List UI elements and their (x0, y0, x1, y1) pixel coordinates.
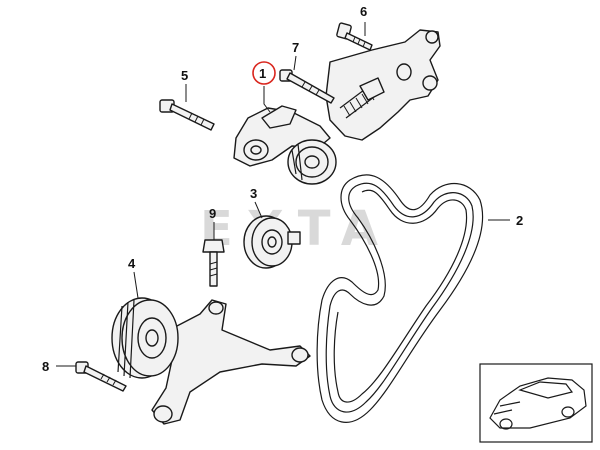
callout-7-label[interactable]: 7 (292, 40, 299, 55)
part-8-bolt[interactable] (75, 361, 127, 392)
part-1-tensioner-assembly[interactable] (233, 29, 441, 185)
part-9-bolt[interactable] (202, 239, 225, 287)
car-thumbnail (479, 363, 593, 443)
tensioner-spring (339, 77, 385, 119)
callout-8-label[interactable]: 8 (42, 359, 49, 374)
callout-9-label[interactable]: 9 (209, 206, 216, 221)
callout-6-label[interactable]: 6 (360, 4, 367, 19)
callout-3-label[interactable]: 3 (250, 186, 257, 201)
callout-2-label[interactable]: 2 (516, 213, 523, 228)
part-7-bolt[interactable] (279, 69, 335, 104)
part-2-belt[interactable] (316, 174, 484, 423)
part-3-pulley[interactable] (243, 215, 301, 269)
callout-1-highlight (252, 61, 276, 85)
part-6-bolt[interactable] (336, 22, 373, 51)
part-5-bolt[interactable] (159, 99, 215, 131)
watermark: EXTA (200, 201, 392, 257)
car-thumbnail-icon (489, 377, 587, 430)
part-4-pulley-bracket[interactable] (111, 297, 311, 425)
callout-1-label: 1 (259, 66, 266, 81)
callout-4-label[interactable]: 4 (128, 256, 136, 271)
leader-lines (56, 22, 510, 367)
callout-1[interactable]: 1 (252, 61, 276, 85)
callout-5-label[interactable]: 5 (181, 68, 188, 83)
